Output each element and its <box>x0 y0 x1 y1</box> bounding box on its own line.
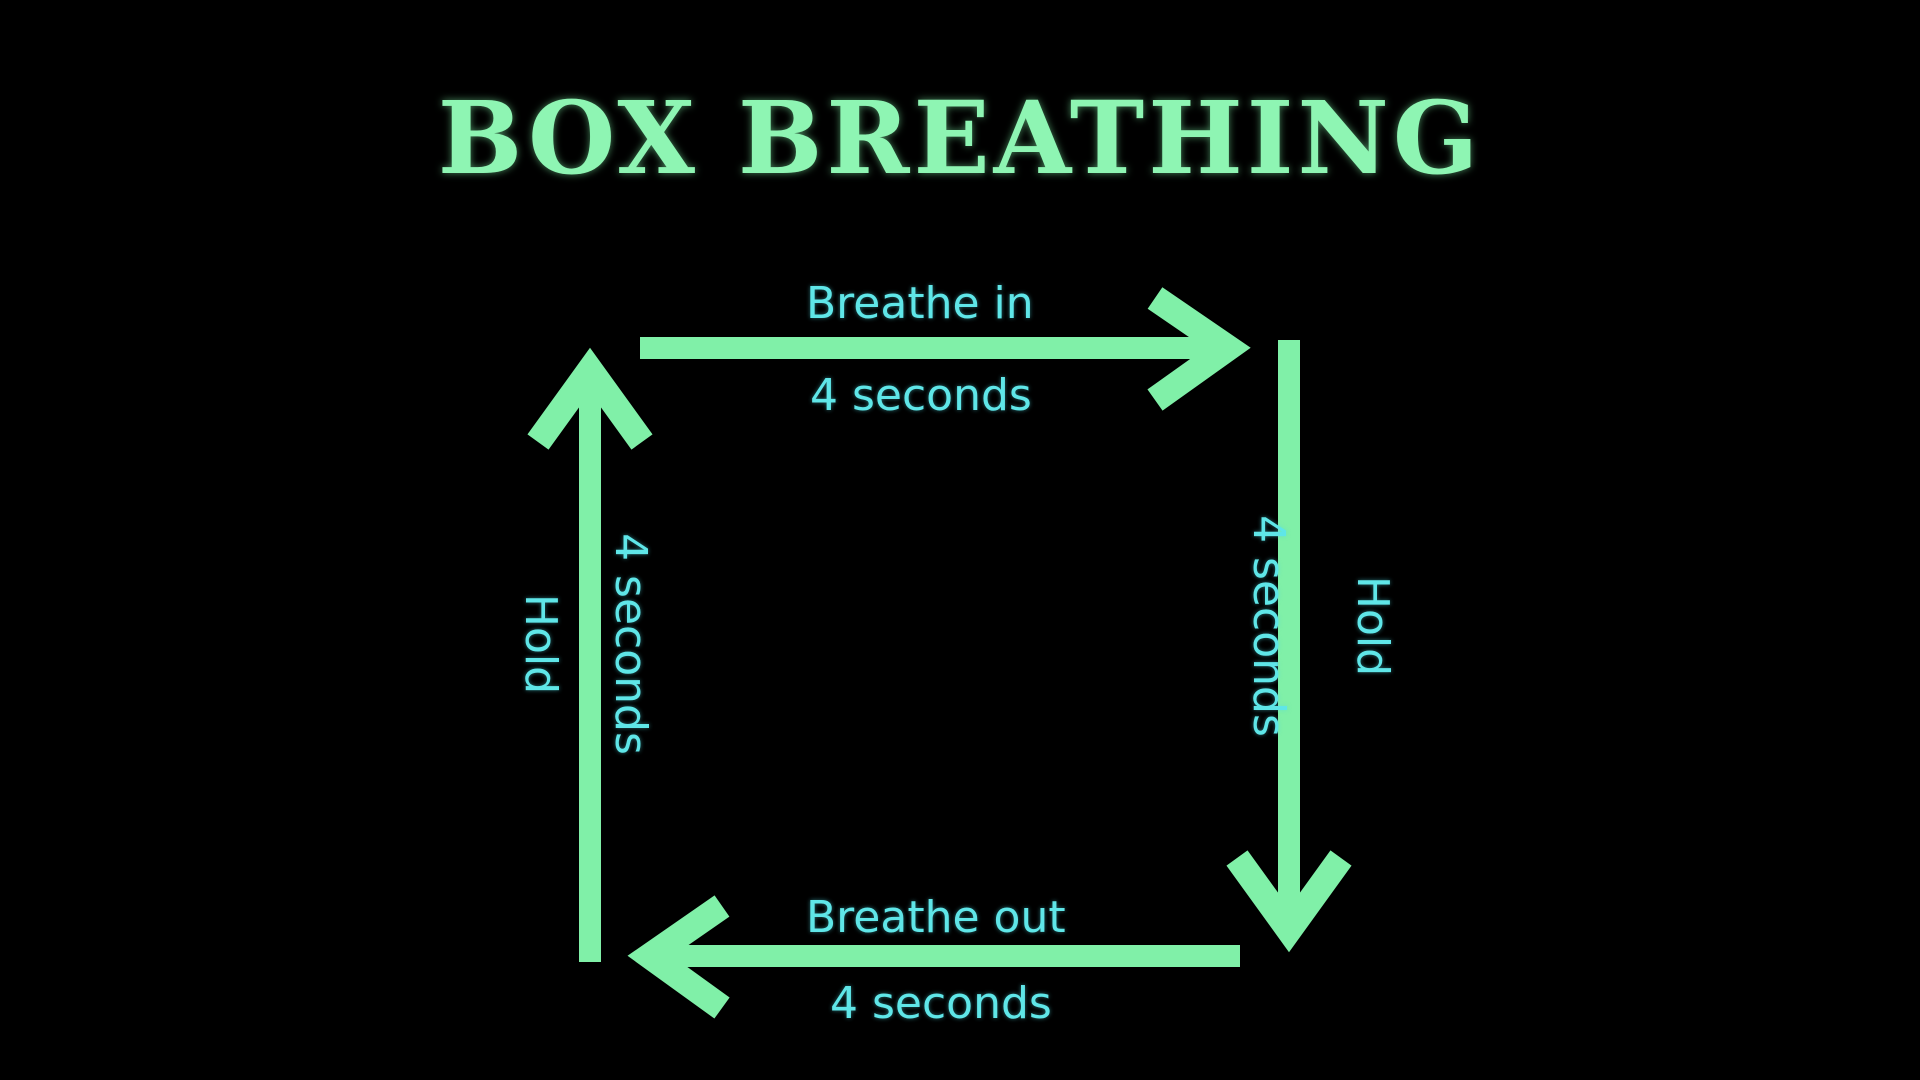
breathe-in-duration: 4 seconds <box>810 370 1032 421</box>
diagram-title: BOX BREATHING <box>437 79 1483 197</box>
hold-right-label: Hold <box>1347 575 1398 677</box>
hold-left-label: Hold <box>515 593 566 695</box>
hold-right-duration: 4 seconds <box>1243 515 1294 737</box>
breathe-out-duration: 4 seconds <box>830 978 1052 1029</box>
breathe-out-arrow <box>627 895 1240 1019</box>
breathe-out-label: Breathe out <box>806 892 1066 943</box>
breathe-in-arrow <box>640 287 1251 411</box>
hold-left-duration: 4 seconds <box>605 533 656 755</box>
hold-down-arrow <box>1226 340 1352 953</box>
hold-up-arrow <box>527 347 653 962</box>
breathe-in-label: Breathe in <box>806 278 1034 329</box>
